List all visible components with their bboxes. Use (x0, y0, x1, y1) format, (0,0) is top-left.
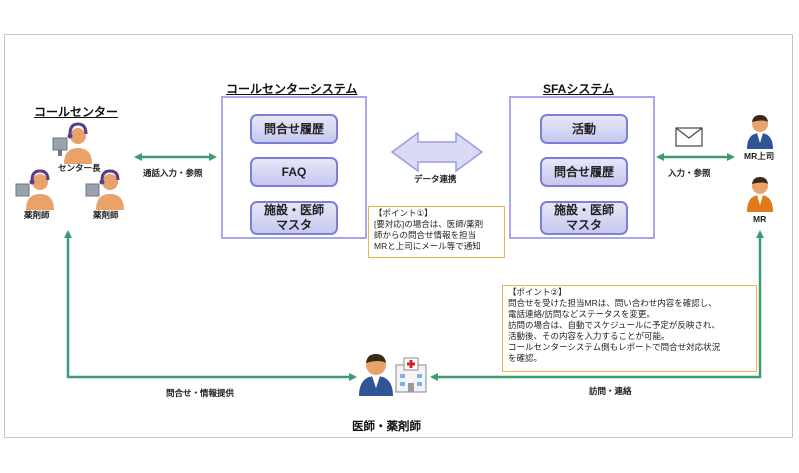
center-head-label: センター長 (58, 163, 101, 173)
point2-line: 【ポイント②】 (508, 287, 567, 297)
sfa-system-title: SFAシステム (543, 82, 614, 96)
pharmacist-icon (85, 169, 124, 210)
point2-line: 訪問の場合は、自動でスケジュールに予定が反映され、 (508, 320, 720, 330)
sfa-module-facility-master: 施設・医師 マスタ (540, 201, 628, 235)
sfa-module-inquiry-history: 問合せ履歴 (540, 157, 628, 187)
mr-boss-label: MR上司 (744, 151, 775, 161)
operator-icon (52, 122, 92, 164)
arrow-inquiry-info (64, 230, 357, 381)
point2-line: 電話連絡/訪問などステータスを変更。 (508, 309, 655, 319)
point1-line: 【ポイント①】 (374, 208, 433, 218)
data-link-label: データ連携 (414, 174, 457, 184)
point2-note: 【ポイント②】 問合せを受けた担当MRは、問い合わせ内容を確認し、 電話連絡/訪… (502, 285, 757, 372)
cc-module-faq: FAQ (250, 157, 338, 187)
businessman-icon (747, 177, 773, 212)
call-center-system-title: コールセンターシステム (226, 82, 358, 96)
visit-contact-label: 訪問・連絡 (589, 386, 632, 396)
pharmacist-icon (15, 169, 54, 210)
cc-module-facility-master: 施設・医師 マスタ (250, 201, 338, 235)
pharmacist-left-label: 薬剤師 (24, 210, 50, 220)
inquiry-info-label: 問合せ・情報提供 (166, 388, 235, 398)
mr-label: MR (753, 214, 767, 224)
input-ref-label: 入力・参照 (668, 168, 711, 178)
call-input-label: 通話入力・参照 (143, 168, 203, 178)
cc-module-inquiry-history: 問合せ履歴 (250, 114, 338, 144)
point2-line: コールセンターシステム側もレポートで問合せ対応状況 (508, 342, 721, 352)
point2-line: を確認。 (508, 353, 543, 363)
hospital-icon (395, 357, 427, 393)
diagram-frame (4, 34, 793, 438)
call-center-title: コールセンター (34, 105, 119, 119)
point1-line: [要対応]の場合は、医師/薬剤 (374, 219, 484, 229)
point1-line: MRと上司にメール等で通知 (374, 241, 481, 251)
point1-line: 師からの問合せ情報を担当 (374, 230, 477, 240)
doctor-label: 医師・薬剤師 (352, 421, 421, 433)
sfa-module-activity: 活動 (540, 114, 628, 144)
arrow-data-link (390, 131, 484, 173)
pharmacist-right-label: 薬剤師 (93, 210, 119, 220)
point2-line: 問合せを受けた担当MRは、問い合わせ内容を確認し、 (508, 298, 717, 308)
doctor-icon (359, 354, 393, 396)
envelope-icon (675, 127, 703, 147)
point1-note: 【ポイント①】 [要対応]の場合は、医師/薬剤 師からの問合せ情報を担当 MRと… (368, 206, 505, 258)
point2-line: 活動後、その内容を入力することが可能。 (508, 331, 670, 341)
arrow-visit-contact (430, 230, 764, 381)
businessman-icon (747, 115, 773, 149)
